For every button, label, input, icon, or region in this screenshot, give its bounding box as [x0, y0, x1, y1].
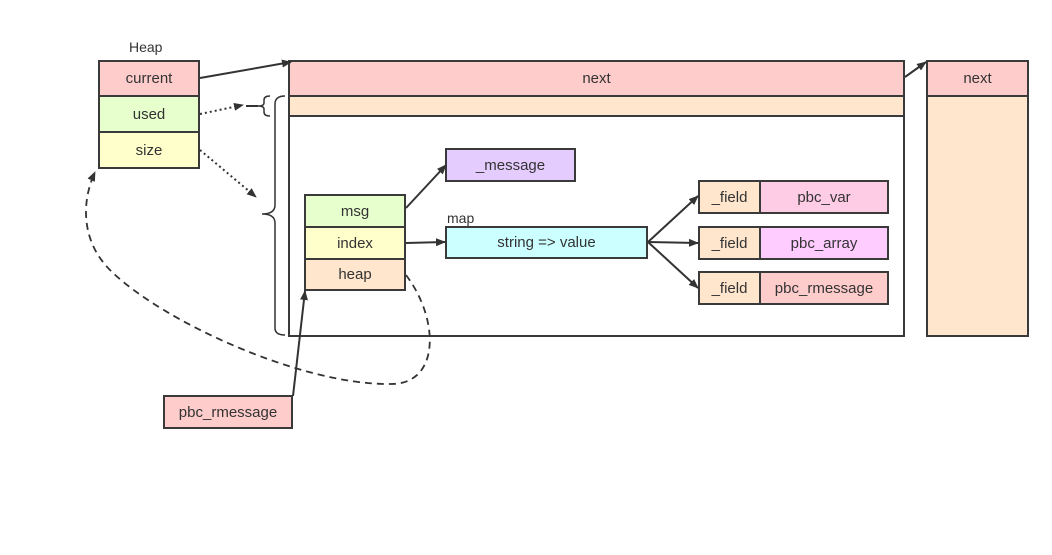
field-key-label: _field [711, 234, 748, 252]
block-next-label: next [582, 70, 611, 87]
field-value-pbc-array: pbc_array [759, 226, 889, 260]
map-caption: map [447, 210, 475, 226]
arrow-current-to-block [199, 59, 292, 79]
heap-field-label: used [132, 105, 166, 123]
field-value-pbc-var: pbc_var [759, 180, 889, 214]
heap-field-label: current [125, 70, 173, 87]
arrow-block-to-next [904, 61, 927, 78]
next-block-label: next [963, 70, 992, 87]
arrow-map-to-field-var [647, 195, 699, 243]
arrow-pointer-to-rmessage [292, 290, 308, 397]
heap-field-used: used [98, 95, 200, 133]
pointer-label: pbc_rmessage [178, 403, 278, 421]
arrow-index-to-map [405, 238, 446, 247]
heap-field-size: size [98, 131, 200, 169]
field-key: _field [698, 180, 761, 214]
field-key-label: _field [711, 279, 748, 297]
rmessage-field-label: index [337, 234, 373, 252]
rmessage-field-msg: msg [304, 194, 406, 228]
field-value-label: pbc_var [797, 188, 851, 206]
message-label: _message [475, 156, 546, 174]
field-key: _field [698, 226, 761, 260]
field-value-label: pbc_array [790, 234, 858, 252]
map-box: string => value [445, 226, 648, 259]
arrow-msg-to-message [405, 164, 447, 209]
arrow-heap-to-heapstruct [85, 171, 431, 385]
rmessage-field-heap: heap [304, 258, 406, 291]
heap-field-label: size [135, 141, 163, 159]
map-label: string => value [497, 234, 596, 251]
rmessage-field-label: heap [338, 266, 372, 283]
arrow-map-to-field-rmessage [647, 241, 699, 289]
heap-title: Heap [129, 39, 163, 55]
rmessage-field-label: msg [340, 202, 370, 220]
message-box: _message [445, 148, 576, 182]
arrow-map-to-field-array [647, 238, 699, 247]
field-key: _field [698, 271, 761, 305]
arrow-size-dotted [199, 149, 257, 198]
rmessage-field-index: index [304, 226, 406, 260]
brace-used [257, 95, 271, 117]
field-value-pbc-rmessage: pbc_rmessage [759, 271, 889, 305]
next-block-body [926, 95, 1029, 337]
field-value-label: pbc_rmessage [774, 279, 874, 297]
pointer-pbc-rmessage: pbc_rmessage [163, 395, 293, 429]
arrow-used-dotted [199, 102, 244, 115]
brace-block [261, 95, 286, 336]
field-key-label: _field [711, 188, 748, 206]
